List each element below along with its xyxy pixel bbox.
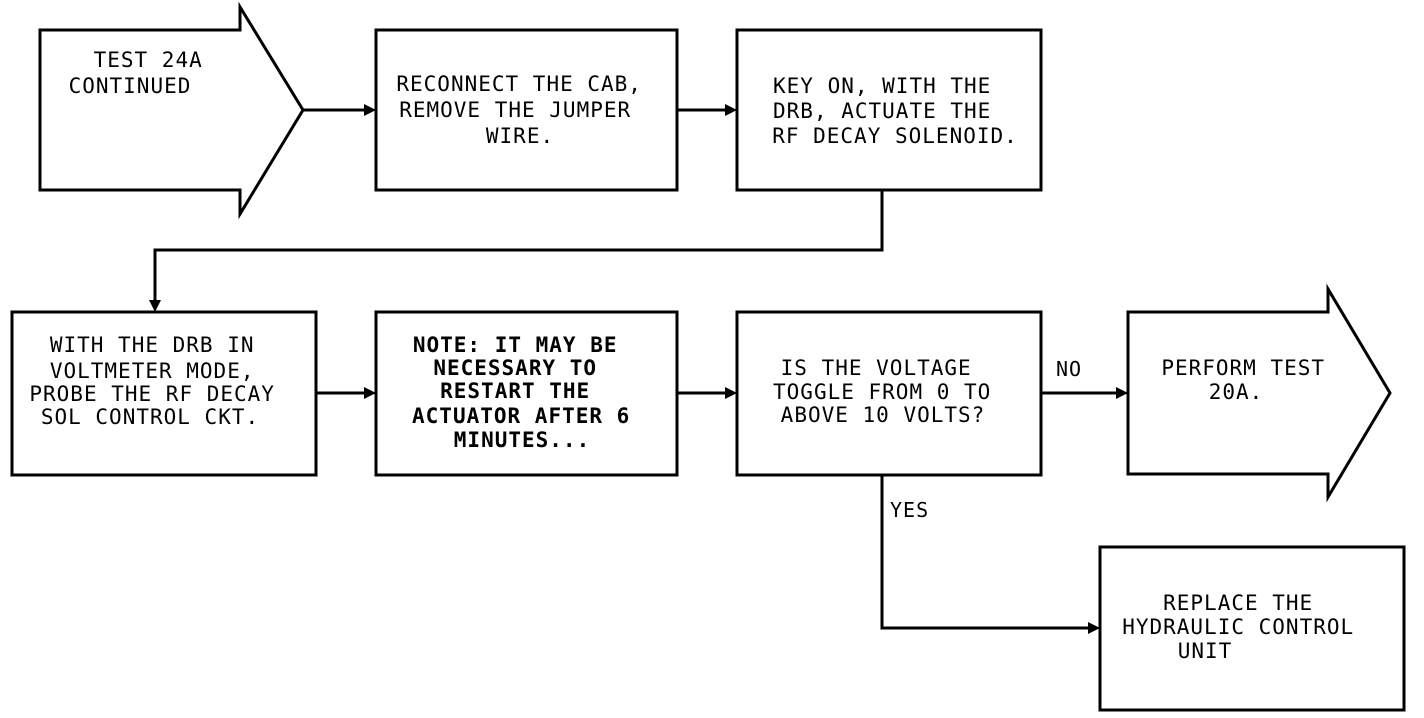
edge-reconnect-to-key-on xyxy=(677,104,737,116)
node-test-24a-continued: TEST 24A CONTINUED xyxy=(38,1,305,220)
edge-start-to-reconnect xyxy=(303,104,376,116)
node-replace-hydraulic-unit-label: REPLACE THE HYDRAULIC CONTROL UNIT xyxy=(1122,591,1368,663)
node-key-on-actuate-label: KEY ON, WITH THE DRB, ACTUATE THE RF DEC… xyxy=(772,74,1018,148)
node-voltage-toggle-question-label: IS THE VOLTAGE TOGGLE FROM 0 TO ABOVE 10… xyxy=(773,356,1005,427)
edge-question-yes-to-replace: YES xyxy=(880,475,1100,634)
node-probe-rf-decay-label: WITH THE DRB IN VOLTMETER MODE, PROBE TH… xyxy=(29,333,288,429)
node-voltage-toggle-question: IS THE VOLTAGE TOGGLE FROM 0 TO ABOVE 10… xyxy=(735,310,1043,477)
node-reconnect-cab: RECONNECT THE CAB, REMOVE THE JUMPER WIR… xyxy=(374,28,679,192)
node-probe-rf-decay: WITH THE DRB IN VOLTMETER MODE, PROBE TH… xyxy=(10,310,318,477)
node-perform-test-20a: PERFORM TEST 20A. xyxy=(1126,283,1392,503)
node-test-24a-continued-label: TEST 24A CONTINUED xyxy=(69,48,217,98)
node-perform-test-20a-label: PERFORM TEST 20A. xyxy=(1161,356,1338,404)
node-note-restart-actuator-label: NOTE: IT MAY BE NECESSARY TO RESTART THE… xyxy=(412,333,644,452)
edge-probe-to-note xyxy=(316,387,376,399)
node-note-restart-actuator: NOTE: IT MAY BE NECESSARY TO RESTART THE… xyxy=(374,310,679,477)
node-key-on-actuate: KEY ON, WITH THE DRB, ACTUATE THE RF DEC… xyxy=(735,28,1043,192)
edge-key-on-to-probe xyxy=(149,190,884,312)
edge-note-to-question xyxy=(677,387,737,399)
edge-label-no: NO xyxy=(1056,357,1082,381)
edge-question-no-to-perform: NO xyxy=(1041,357,1128,399)
node-reconnect-cab-label: RECONNECT THE CAB, REMOVE THE JUMPER WIR… xyxy=(396,72,655,148)
node-replace-hydraulic-unit: REPLACE THE HYDRAULIC CONTROL UNIT xyxy=(1098,545,1406,712)
edge-label-yes: YES xyxy=(890,498,929,522)
